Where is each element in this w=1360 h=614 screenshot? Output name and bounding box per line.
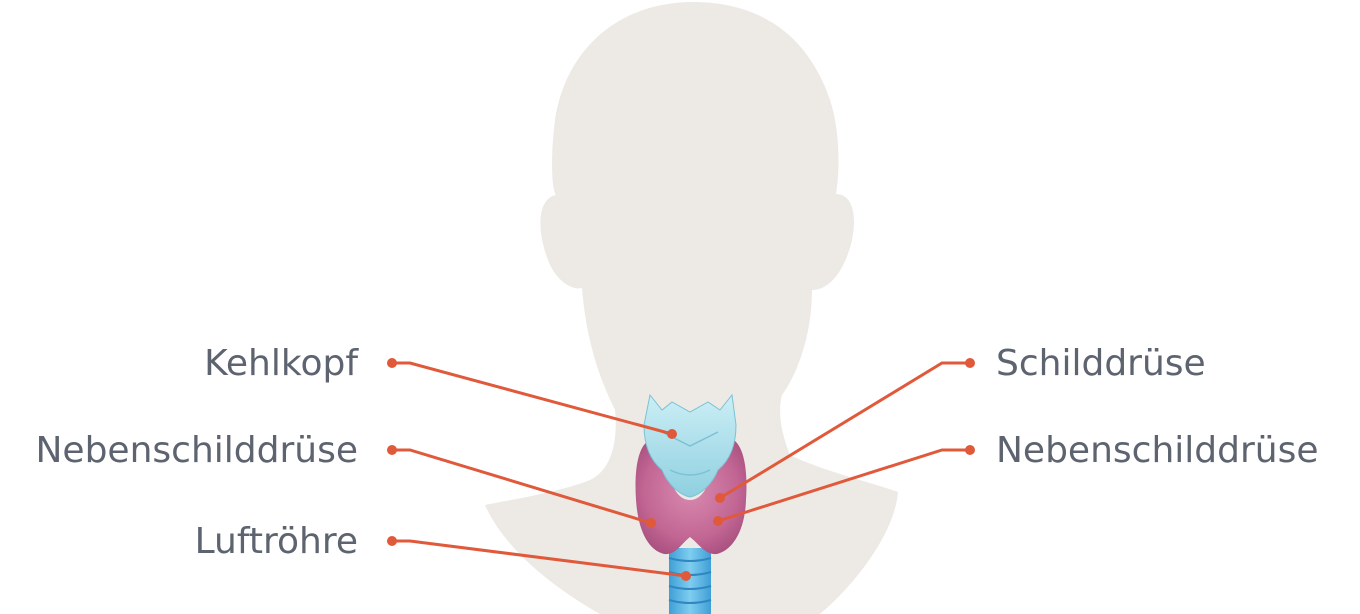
label-kehlkopf: Kehlkopf	[204, 346, 358, 382]
dot-luftroehre-label	[387, 536, 397, 546]
dot-schilddruese-label	[965, 358, 975, 368]
dot-nebenschilddruese-right-label	[965, 445, 975, 455]
dot-kehlkopf-target	[667, 429, 677, 439]
label-schilddruese: Schilddrüse	[996, 346, 1206, 382]
dot-nebenschilddruese-left-label	[387, 445, 397, 455]
label-luftroehre: Luftröhre	[195, 524, 358, 560]
label-nebenschilddruese-left: Nebenschilddrüse	[36, 433, 359, 469]
label-nebenschilddruese-right: Nebenschilddrüse	[996, 433, 1319, 469]
dot-kehlkopf-label	[387, 358, 397, 368]
dot-luftroehre-target	[681, 571, 691, 581]
dot-nebenschilddruese-left-target	[646, 518, 656, 528]
trachea	[669, 548, 711, 614]
dot-schilddruese-target	[715, 493, 725, 503]
dot-nebenschilddruese-right-target	[713, 516, 723, 526]
